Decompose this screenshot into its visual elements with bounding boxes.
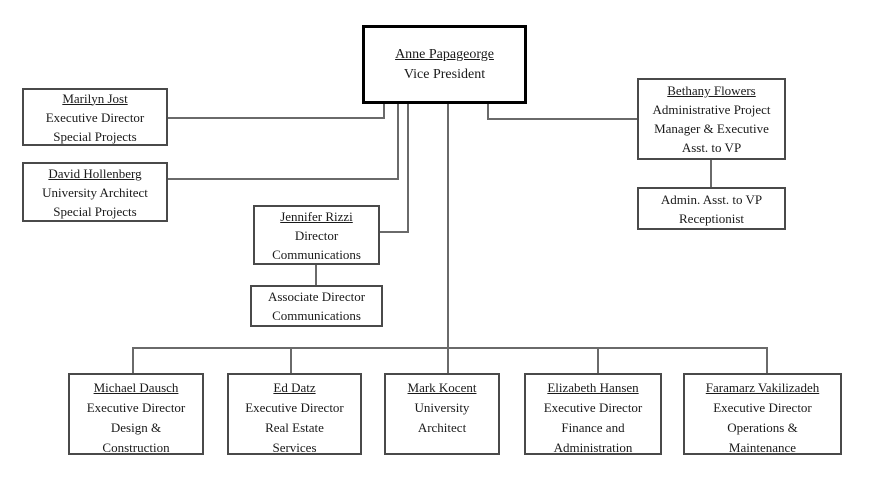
connector-vp-flowers-horizontal — [487, 118, 638, 120]
person-name: Anne Papageorge — [395, 46, 494, 62]
person-name: David Hollenberg — [48, 165, 142, 181]
person-title: Director — [294, 227, 339, 243]
person-name: Michael Dausch — [93, 380, 179, 395]
org-node-david-hollenberg: David Hollenberg University Architect Sp… — [22, 162, 168, 222]
org-node-faramarz-vakilizadeh: Faramarz Vakilizadeh Executive Director … — [683, 373, 842, 455]
person-title: Design & — [110, 420, 162, 435]
person-title: Communications — [272, 246, 361, 262]
person-title: University Architect — [42, 184, 148, 200]
person-title: Special Projects — [53, 128, 137, 144]
connector-vp-rizzi-vertical — [407, 104, 409, 233]
person-name: Faramarz Vakilizadeh — [705, 380, 820, 395]
person-title: Executive Director — [713, 400, 812, 415]
person-name: Mark Kocent — [407, 380, 477, 395]
connector-vp-jost-vertical — [383, 104, 385, 119]
org-node-marilyn-jost: Marilyn Jost Executive Director Special … — [22, 88, 168, 146]
org-node-admin-asst-receptionist: Admin. Asst. to VP Receptionist — [637, 187, 786, 230]
person-title: Associate Director — [267, 289, 366, 304]
person-title: Administrative Project — [652, 102, 771, 117]
connector-drop-hansen — [597, 347, 599, 374]
person-title: Communications — [272, 308, 361, 323]
person-name: Elizabeth Hansen — [547, 380, 639, 395]
person-title: Real Estate — [265, 420, 324, 435]
person-name: Jennifer Rizzi — [280, 208, 353, 224]
org-node-ed-datz: Ed Datz Executive Director Real Estate S… — [227, 373, 362, 455]
person-title: Asst. to VP — [681, 140, 742, 155]
connector-vp-hollenberg-horizontal — [167, 178, 398, 180]
person-title: Services — [272, 440, 317, 455]
org-node-michael-dausch: Michael Dausch Executive Director Design… — [68, 373, 204, 455]
connector-vp-jost-horizontal — [167, 117, 384, 119]
person-title: Operations & — [727, 420, 798, 435]
person-title: Executive Director — [86, 400, 186, 415]
connector-vp-bottom-row-vertical — [447, 104, 449, 374]
person-name: Ed Datz — [273, 380, 316, 395]
connector-rizzi-assocdir-vertical — [315, 265, 317, 286]
person-title: Construction — [102, 440, 170, 455]
org-node-jennifer-rizzi: Jennifer Rizzi Director Communications — [253, 205, 380, 265]
person-title: Executive Director — [543, 400, 643, 415]
person-title: University — [414, 400, 470, 415]
connector-flowers-adminasst-vertical — [710, 160, 712, 188]
connector-drop-dausch — [132, 347, 134, 374]
person-title: Finance and — [561, 420, 625, 435]
org-node-mark-kocent: Mark Kocent University Architect — [384, 373, 500, 455]
person-name: Bethany Flowers — [667, 83, 756, 98]
person-title: Admin. Asst. to VP — [660, 191, 763, 207]
connector-vp-rizzi-horizontal — [379, 231, 408, 233]
connector-bottom-row-horizontal — [132, 347, 768, 349]
person-name: Marilyn Jost — [62, 90, 128, 106]
org-node-bethany-flowers: Bethany Flowers Administrative Project M… — [637, 78, 786, 160]
person-title: Special Projects — [53, 203, 137, 219]
org-node-anne-papageorge: Anne Papageorge Vice President — [362, 25, 527, 104]
person-title: Vice President — [403, 66, 486, 82]
connector-drop-vakilizadeh — [766, 347, 768, 374]
person-title: Administration — [553, 440, 633, 455]
connector-vp-flowers-vertical — [487, 104, 489, 120]
connector-vp-hollenberg-vertical — [397, 104, 399, 180]
person-title: Executive Director — [45, 109, 145, 125]
person-title: Executive Director — [245, 400, 344, 415]
org-node-elizabeth-hansen: Elizabeth Hansen Executive Director Fina… — [524, 373, 662, 455]
person-title: Architect — [417, 420, 467, 435]
person-title: Manager & Executive — [654, 121, 769, 136]
connector-drop-datz — [290, 347, 292, 374]
org-node-associate-director-communications: Associate Director Communications — [250, 285, 383, 327]
person-title: Receptionist — [679, 210, 744, 226]
person-title: Maintenance — [728, 440, 797, 455]
